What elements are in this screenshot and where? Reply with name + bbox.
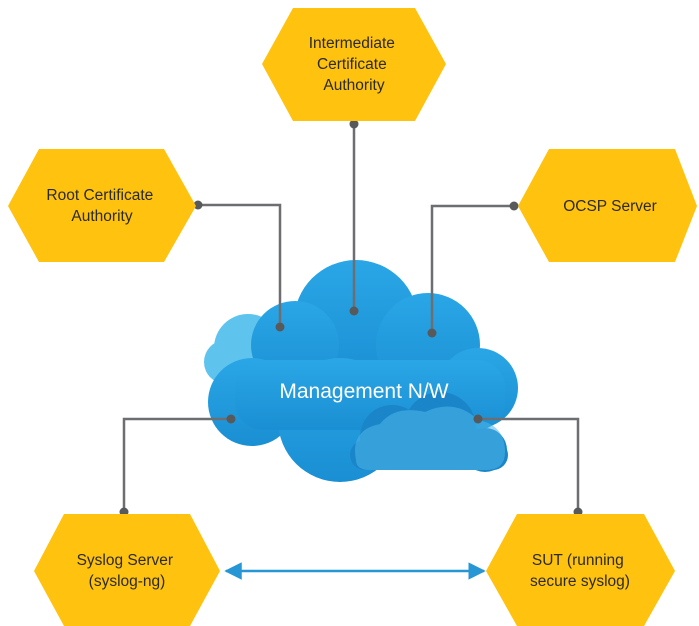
node-label-line: Authority <box>323 77 384 94</box>
dot-intermediate-ca-node <box>349 119 359 129</box>
node-label-line: Intermediate <box>309 35 395 52</box>
node-syslog-server: Syslog Server (syslog-ng) <box>34 514 220 626</box>
node-label-line: (syslog-ng) <box>89 573 166 590</box>
svg-text:OCSP Server: OCSP Server <box>563 198 657 215</box>
connector-root-ca <box>198 203 282 327</box>
node-label-line: OCSP Server <box>563 198 657 215</box>
hexagon-shape <box>262 8 446 121</box>
node-label-line: Root Certificate <box>46 187 153 204</box>
svg-text:SUT (running secure sysl: SUT (running secure syslog) <box>530 552 630 590</box>
node-label-line: Syslog Server <box>77 552 173 569</box>
node-sut: SUT (running secure syslog) <box>486 514 675 626</box>
svg-text:Syslog Server (syslog-ng: Syslog Server (syslog-ng) <box>77 552 178 590</box>
management-network-cloud: Management N/W <box>204 260 518 482</box>
node-intermediate-ca: Intermediate Certificate Authority <box>262 8 446 121</box>
hexagon-shape <box>486 514 675 626</box>
node-root-ca: Root Certificate Authority <box>8 149 196 262</box>
svg-text:Intermediate Certificate: Intermediate Certificate Authority <box>309 35 399 94</box>
node-label-line: SUT (running <box>532 552 624 569</box>
hexagon-shape <box>8 149 196 262</box>
connectors <box>122 124 580 512</box>
dot-root-ca-node <box>193 200 203 210</box>
hexagon-shape <box>34 514 220 626</box>
dot-root-ca-cloud <box>275 322 285 332</box>
cloud-shape <box>204 260 518 482</box>
svg-text:Root Certificate Authori: Root Certificate Authority <box>46 187 157 225</box>
dot-ocsp-cloud <box>427 328 437 338</box>
dot-sut-cloud <box>473 414 483 424</box>
dot-intermediate-ca-cloud <box>349 306 359 316</box>
dot-syslog-cloud <box>226 414 236 424</box>
network-label: Management N/W <box>279 380 448 403</box>
node-ocsp-server: OCSP Server <box>518 149 697 262</box>
connector-sut <box>478 417 580 512</box>
connector-ocsp <box>430 204 514 333</box>
hexagon-shape <box>518 149 697 262</box>
node-label-line: Certificate <box>317 56 387 73</box>
connector-syslog <box>122 417 231 512</box>
node-label-line: secure syslog) <box>530 573 630 590</box>
dot-ocsp-node <box>509 201 519 211</box>
node-label-line: Authority <box>71 208 132 225</box>
